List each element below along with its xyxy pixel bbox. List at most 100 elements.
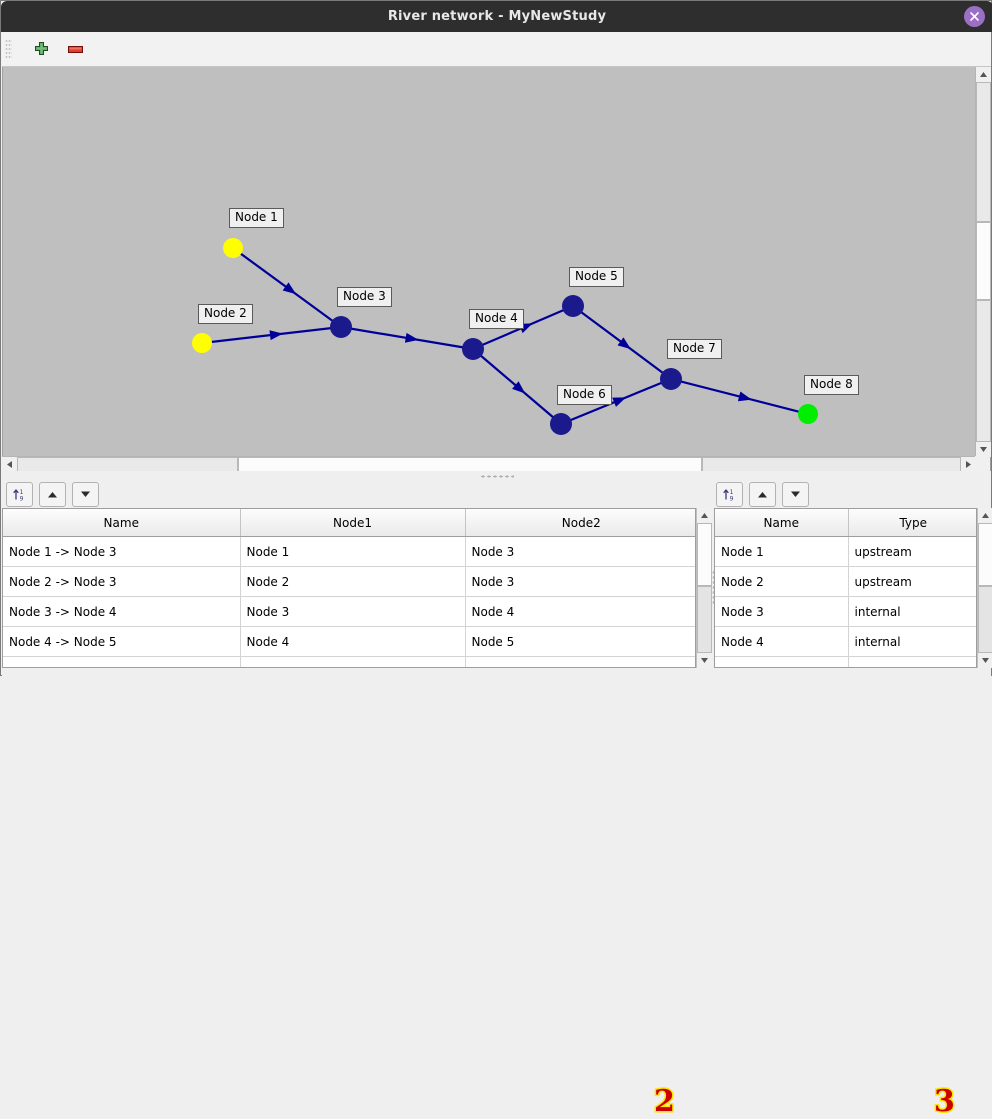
- nodes-table-scrollbar[interactable]: [977, 508, 992, 668]
- table-cell[interactable]: Node 2 -> Node 3: [3, 566, 241, 597]
- graph-node[interactable]: [550, 413, 572, 435]
- table-cell[interactable]: upstream: [848, 536, 976, 567]
- move-down-icon[interactable]: [72, 481, 99, 507]
- nodes-scroll-down-icon[interactable]: [978, 653, 992, 668]
- move-up-icon[interactable]: [39, 481, 66, 507]
- scroll-down-arrow-icon[interactable]: [976, 442, 991, 457]
- table-cell[interactable]: upstream: [848, 566, 976, 597]
- scroll-left-arrow-icon[interactable]: [2, 457, 17, 472]
- graph-node-label[interactable]: Node 3: [337, 287, 392, 307]
- edge-arrow-icon: [617, 337, 631, 350]
- edges-scroll-down-icon[interactable]: [697, 653, 712, 668]
- network-canvas[interactable]: Node 1 Node 2 Node 3 Node 4 Node 5 Node 6 Node…: [2, 67, 991, 471]
- table-cell[interactable]: Node 1: [715, 536, 849, 567]
- table-row[interactable]: [3, 656, 695, 667]
- table-cell[interactable]: internal: [848, 596, 976, 627]
- graph-node[interactable]: [798, 404, 818, 424]
- edges-pane-toolbar: 1 9: [6, 480, 99, 508]
- network-graph[interactable]: Node 1 Node 2 Node 3 Node 4 Node 5 Node 6 Node…: [3, 67, 977, 456]
- graph-node-label[interactable]: Node 1: [229, 208, 284, 228]
- graph-node-label[interactable]: Node 4: [469, 309, 524, 329]
- table-cell[interactable]: Node 3: [715, 596, 849, 627]
- nodes-scroll-track[interactable]: [978, 586, 992, 653]
- edges-scroll-thumb[interactable]: [697, 523, 712, 586]
- svg-text:9: 9: [730, 495, 734, 502]
- graph-node-label[interactable]: Node 8: [804, 375, 859, 395]
- graph-node[interactable]: [462, 338, 484, 360]
- table-cell[interactable]: Node 4: [240, 626, 466, 657]
- hscroll-track-left[interactable]: [17, 457, 238, 472]
- column-header[interactable]: Name: [715, 509, 849, 537]
- move-up-icon[interactable]: [749, 481, 776, 507]
- table-cell[interactable]: [3, 656, 241, 667]
- graph-node[interactable]: [192, 333, 212, 353]
- sort-icon[interactable]: 1 9: [716, 481, 743, 507]
- column-header[interactable]: Name: [3, 509, 241, 537]
- scroll-up-arrow-icon[interactable]: [976, 67, 991, 82]
- edges-scroll-track[interactable]: [697, 586, 712, 653]
- nodes-scroll-thumb[interactable]: [978, 523, 992, 586]
- edge-arrow-icon: [512, 381, 526, 394]
- canvas-vscroll-thumb[interactable]: [976, 222, 991, 300]
- graph-node-label[interactable]: Node 6: [557, 385, 612, 405]
- table-cell[interactable]: Node 2: [240, 566, 466, 597]
- table-row[interactable]: [715, 656, 976, 667]
- graph-node[interactable]: [330, 316, 352, 338]
- table-cell[interactable]: [240, 656, 466, 667]
- canvas-horizontal-scrollbar[interactable]: [2, 456, 976, 472]
- table-cell[interactable]: Node 4 -> Node 5: [3, 626, 241, 657]
- table-cell[interactable]: Node 5: [465, 626, 695, 657]
- column-header[interactable]: Node2: [465, 509, 695, 537]
- canvas-hscroll-thumb[interactable]: [238, 457, 702, 472]
- plus-green-icon[interactable]: [27, 35, 55, 63]
- edges-table-scrollbar[interactable]: [696, 508, 712, 668]
- graph-node[interactable]: [223, 238, 243, 258]
- graph-node-label[interactable]: Node 2: [198, 304, 253, 324]
- panel-splitter[interactable]: [2, 471, 991, 480]
- graph-node[interactable]: [562, 295, 584, 317]
- scroll-track-lower[interactable]: [976, 300, 991, 442]
- minus-red-icon[interactable]: [61, 35, 89, 63]
- table-cell[interactable]: Node 3: [240, 596, 466, 627]
- table-cell[interactable]: Node 3: [465, 536, 695, 567]
- table-cell[interactable]: Node 3: [465, 566, 695, 597]
- table-cell[interactable]: Node 4: [715, 626, 849, 657]
- table-cell[interactable]: [715, 656, 849, 667]
- toolbar-grip[interactable]: [5, 39, 12, 59]
- move-down-icon[interactable]: [782, 481, 809, 507]
- table-cell[interactable]: [848, 656, 976, 667]
- edges-scroll-up-icon[interactable]: [697, 508, 712, 523]
- table-cell[interactable]: Node 2: [715, 566, 849, 597]
- hscroll-track-right[interactable]: [702, 457, 961, 472]
- table-cell[interactable]: Node 3 -> Node 4: [3, 596, 241, 627]
- nodes-scroll-up-icon[interactable]: [978, 508, 992, 523]
- table-cell[interactable]: Node 1 -> Node 3: [3, 536, 241, 567]
- svg-text:9: 9: [20, 495, 24, 502]
- graph-node-label[interactable]: Node 5: [569, 267, 624, 287]
- canvas-vertical-scrollbar[interactable]: [975, 67, 991, 457]
- column-header[interactable]: Type: [848, 509, 976, 537]
- graph-node-label[interactable]: Node 7: [667, 339, 722, 359]
- table-cell[interactable]: Node 4: [465, 596, 695, 627]
- table-cell[interactable]: Node 1: [240, 536, 466, 567]
- close-icon[interactable]: [964, 6, 985, 27]
- scroll-track-upper[interactable]: [976, 82, 991, 222]
- scroll-right-arrow-icon[interactable]: [961, 457, 976, 472]
- table-cell[interactable]: [465, 656, 695, 667]
- column-header[interactable]: Node1: [240, 509, 466, 537]
- sort-icon[interactable]: 1 9: [6, 481, 33, 507]
- table-cell[interactable]: internal: [848, 626, 976, 657]
- graph-node[interactable]: [660, 368, 682, 390]
